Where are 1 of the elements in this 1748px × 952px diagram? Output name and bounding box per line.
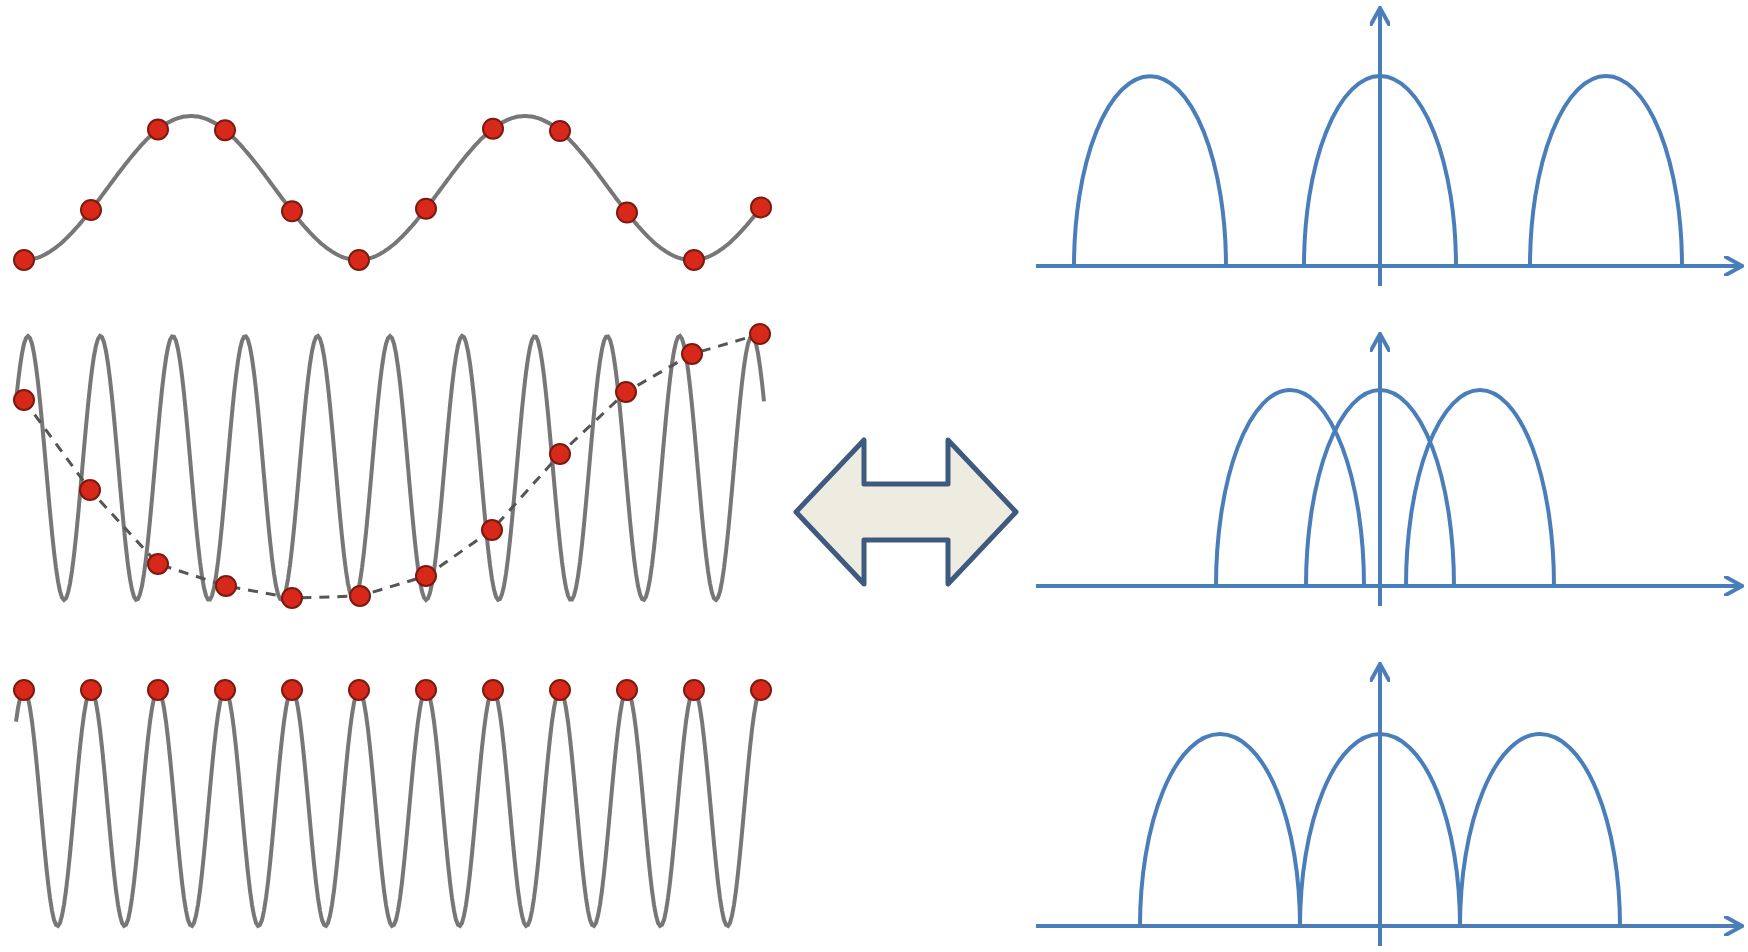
double-arrow bbox=[793, 437, 1019, 587]
